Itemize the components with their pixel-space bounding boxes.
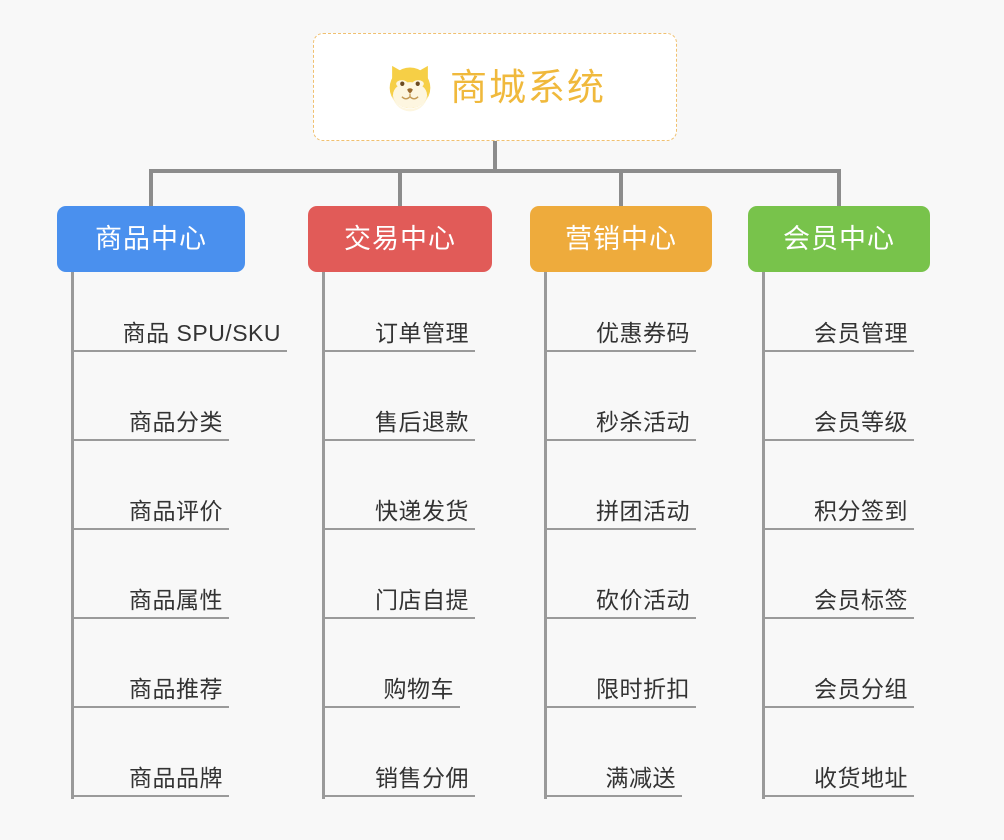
leaf-trunk-line [544,272,547,799]
category-label: 商品中心 [95,223,207,254]
connector-drop-2 [398,169,402,207]
leaf-trunk-line [71,272,74,799]
leaf-item-label: 会员分组 [814,675,908,702]
leaf-item[interactable]: 满减送 [544,708,682,797]
leaf-trunk-line [762,272,765,799]
leaf-item[interactable]: 商品推荐 [71,619,229,708]
leaf-item-label: 销售分佣 [375,764,469,791]
leaf-item[interactable]: 砍价活动 [544,530,696,619]
connector-drop-3 [619,169,623,207]
leaf-item[interactable]: 商品分类 [71,352,229,441]
leaf-item[interactable]: 优惠券码 [544,263,696,352]
leaf-item-label: 满减送 [605,764,676,791]
leaf-item-label: 商品推荐 [129,675,223,702]
leaf-column-3: 优惠券码秒杀活动拼团活动砍价活动限时折扣满减送 [544,272,736,801]
category-box-1[interactable]: 商品中心 [57,206,245,272]
category-label: 营销中心 [565,223,677,254]
leaf-item[interactable]: 订单管理 [322,263,475,352]
leaf-item[interactable]: 会员管理 [762,263,914,352]
leaf-item-label: 会员等级 [814,408,908,435]
leaf-item[interactable]: 快递发货 [322,441,475,530]
leaf-item[interactable]: 积分签到 [762,441,914,530]
leaf-column-4: 会员管理会员等级积分签到会员标签会员分组收货地址 [762,272,954,801]
leaf-item-label: 售后退款 [375,408,469,435]
leaf-column-1: 商品 SPU/SKU 商品分类商品评价商品属性商品推荐商品品牌 [71,272,287,801]
leaf-item-label: 优惠券码 [596,319,690,346]
leaf-item[interactable]: 售后退款 [322,352,475,441]
category-label: 交易中心 [344,223,456,254]
connector-root-stem [493,141,497,172]
category-box-3[interactable]: 营销中心 [530,206,712,272]
leaf-item-label: 拼团活动 [596,497,690,524]
category-box-2[interactable]: 交易中心 [308,206,492,272]
leaf-item-label: 商品评价 [129,497,223,524]
leaf-column-2: 订单管理售后退款快递发货门店自提购物车销售分佣 [322,272,515,801]
category-label: 会员中心 [783,223,895,254]
leaf-item[interactable]: 商品评价 [71,441,229,530]
leaf-item[interactable]: 商品 SPU/SKU [71,263,287,352]
leaf-item-label: 商品品牌 [129,764,223,791]
leaf-trunk-line [322,272,325,799]
leaf-item-label: 收货地址 [814,764,908,791]
leaf-item[interactable]: 商品属性 [71,530,229,619]
leaf-item-label: 限时折扣 [596,675,690,702]
leaf-item[interactable]: 秒杀活动 [544,352,696,441]
connector-horizontal-bus [149,169,841,173]
leaf-item[interactable]: 会员等级 [762,352,914,441]
leaf-item[interactable]: 销售分佣 [322,708,475,797]
leaf-item-label: 秒杀活动 [596,408,690,435]
shiba-dog-face-icon [389,65,431,112]
leaf-item-label: 商品 SPU/SKU [122,319,281,346]
leaf-item-label: 购物车 [383,675,454,702]
leaf-item[interactable]: 拼团活动 [544,441,696,530]
leaf-item-label: 商品属性 [129,586,223,613]
leaf-item-label: 订单管理 [375,319,469,346]
connector-drop-4 [837,169,841,207]
leaf-item[interactable]: 会员分组 [762,619,914,708]
leaf-item[interactable]: 限时折扣 [544,619,696,708]
root-node-mall-system[interactable]: 商城系统 [313,33,677,141]
category-box-4[interactable]: 会员中心 [748,206,930,272]
leaf-item-label: 砍价活动 [596,586,690,613]
leaf-item-label: 商品分类 [129,408,223,435]
leaf-item[interactable]: 购物车 [322,619,460,708]
leaf-item-label: 会员标签 [814,586,908,613]
leaf-item-label: 门店自提 [375,586,469,613]
leaf-item[interactable]: 会员标签 [762,530,914,619]
connector-drop-1 [149,169,153,207]
leaf-item-label: 快递发货 [375,497,469,524]
leaf-item-label: 会员管理 [814,319,908,346]
root-node-label: 商城系统 [450,66,606,108]
leaf-item[interactable]: 商品品牌 [71,708,229,797]
leaf-item[interactable]: 门店自提 [322,530,475,619]
leaf-item-label: 积分签到 [814,497,908,524]
leaf-item[interactable]: 收货地址 [762,708,914,797]
